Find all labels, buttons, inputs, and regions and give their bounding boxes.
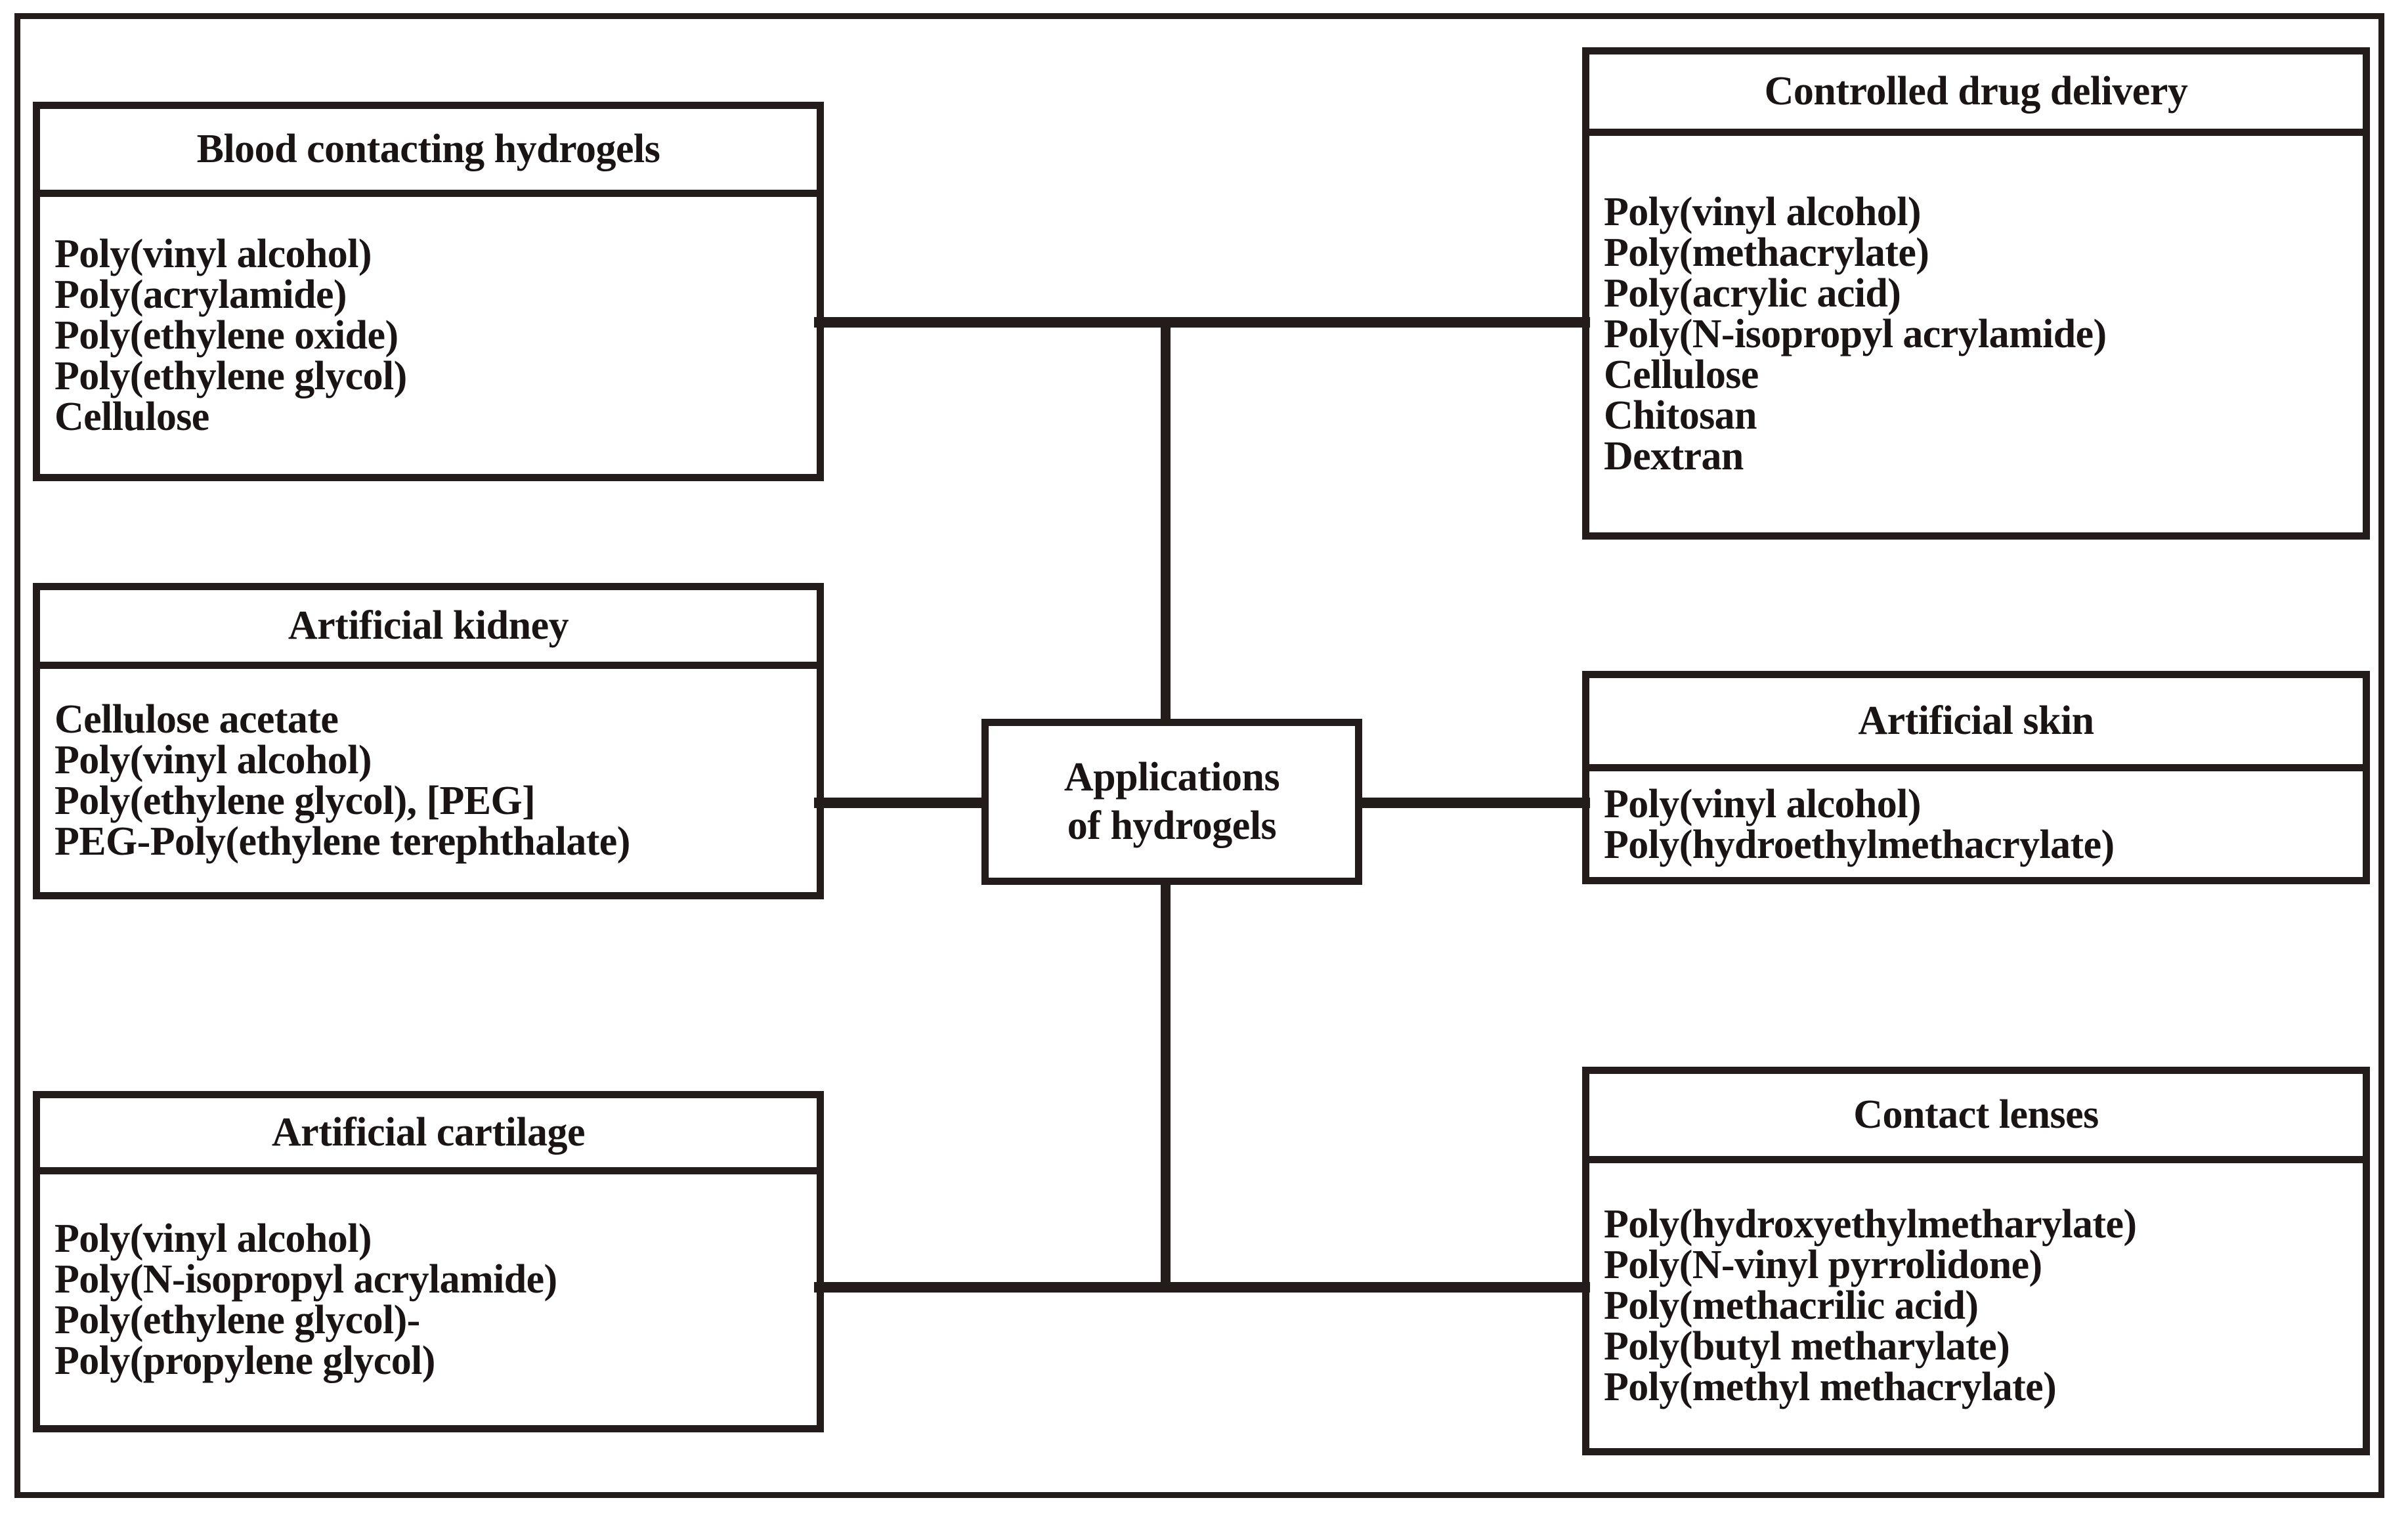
- box-body-contact-lenses: Poly(hydroxyethylmetharylate) Poly(N-vin…: [1589, 1163, 2363, 1448]
- list-item: Poly(butyl metharylate): [1604, 1324, 2010, 1369]
- list-item: Poly(hydroxyethylmetharylate): [1604, 1202, 2137, 1247]
- box-body-controlled-drug-delivery: Poly(vinyl alcohol) Poly(methacrylate) P…: [1589, 136, 2363, 532]
- box-header-controlled-drug-delivery: Controlled drug delivery: [1589, 54, 2363, 136]
- box-controlled-drug-delivery[interactable]: Controlled drug delivery Poly(vinyl alco…: [1582, 47, 2370, 540]
- list-item: Poly(acrylamide): [54, 272, 347, 317]
- list-item: PEG-Poly(ethylene terephthalate): [54, 819, 630, 864]
- box-blood-contacting-hydrogels[interactable]: Blood contacting hydrogels Poly(vinyl al…: [33, 102, 824, 481]
- list-item: Cellulose acetate: [54, 697, 339, 742]
- box-contact-lenses[interactable]: Contact lenses Poly(hydroxyethylmetharyl…: [1582, 1067, 2370, 1455]
- list-item: Poly(methacrylate): [1604, 230, 1929, 275]
- list-item: Poly(vinyl alcohol): [54, 232, 372, 276]
- box-header-artificial-cartilage: Artificial cartilage: [40, 1098, 817, 1174]
- center-node-line-1: Applications: [1064, 755, 1280, 800]
- list-item: Poly(methacrilic acid): [1604, 1283, 1979, 1328]
- list-item: Poly(N-vinyl pyrrolidone): [1604, 1243, 2042, 1287]
- list-item: Poly(ethylene glycol), [PEG]: [54, 779, 536, 823]
- center-node-line-2: of hydrogels: [1067, 803, 1277, 848]
- box-artificial-skin[interactable]: Artificial skin Poly(vinyl alcohol) Poly…: [1582, 671, 2370, 884]
- connector-bottom-horizontal: [814, 1282, 1590, 1293]
- box-header-artificial-skin: Artificial skin: [1589, 678, 2363, 771]
- list-item: Chitosan: [1604, 393, 1757, 438]
- list-item: Poly(ethylene glycol)-: [54, 1298, 420, 1342]
- list-item: Poly(hydroethylmethacrylate): [1604, 822, 2115, 867]
- box-body-artificial-cartilage: Poly(vinyl alcohol) Poly(N-isopropyl acr…: [40, 1174, 817, 1425]
- list-item: Poly(vinyl alcohol): [54, 738, 372, 782]
- box-body-artificial-kidney: Cellulose acetate Poly(vinyl alcohol) Po…: [40, 669, 817, 892]
- connector-middle-right: [1354, 798, 1590, 808]
- box-header-contact-lenses: Contact lenses: [1589, 1074, 2363, 1163]
- list-item: Poly(vinyl alcohol): [1604, 781, 1921, 826]
- connector-middle-left: [814, 798, 991, 808]
- center-node-applications-of-hydrogels[interactable]: Applications of hydrogels: [981, 719, 1362, 885]
- list-item: Poly(ethylene oxide): [54, 313, 398, 358]
- list-item: Cellulose: [54, 395, 209, 439]
- list-item: Poly(ethylene glycol): [54, 354, 407, 398]
- list-item: Cellulose: [1604, 353, 1759, 397]
- list-item: Poly(methyl methacrylate): [1604, 1365, 2057, 1409]
- box-body-artificial-skin: Poly(vinyl alcohol) Poly(hydroethylmetha…: [1589, 771, 2363, 877]
- box-header-blood-contacting-hydrogels: Blood contacting hydrogels: [40, 109, 817, 197]
- list-item: Poly(N-isopropyl acrylamide): [54, 1257, 557, 1302]
- list-item: Poly(N-isopropyl acrylamide): [1604, 312, 2107, 356]
- list-item: Poly(vinyl alcohol): [54, 1216, 372, 1261]
- list-item: Poly(propylene glycol): [54, 1338, 435, 1383]
- box-artificial-cartilage[interactable]: Artificial cartilage Poly(vinyl alcohol)…: [33, 1091, 824, 1432]
- connector-top-horizontal: [814, 317, 1590, 328]
- box-header-artificial-kidney: Artificial kidney: [40, 590, 817, 669]
- box-body-blood-contacting-hydrogels: Poly(vinyl alcohol) Poly(acrylamide) Pol…: [40, 197, 817, 474]
- box-artificial-kidney[interactable]: Artificial kidney Cellulose acetate Poly…: [33, 583, 824, 899]
- list-item: Poly(vinyl alcohol): [1604, 190, 1921, 234]
- list-item: Poly(acrylic acid): [1604, 271, 1901, 316]
- list-item: Dextran: [1604, 434, 1744, 479]
- outer-frame: [14, 13, 2384, 1498]
